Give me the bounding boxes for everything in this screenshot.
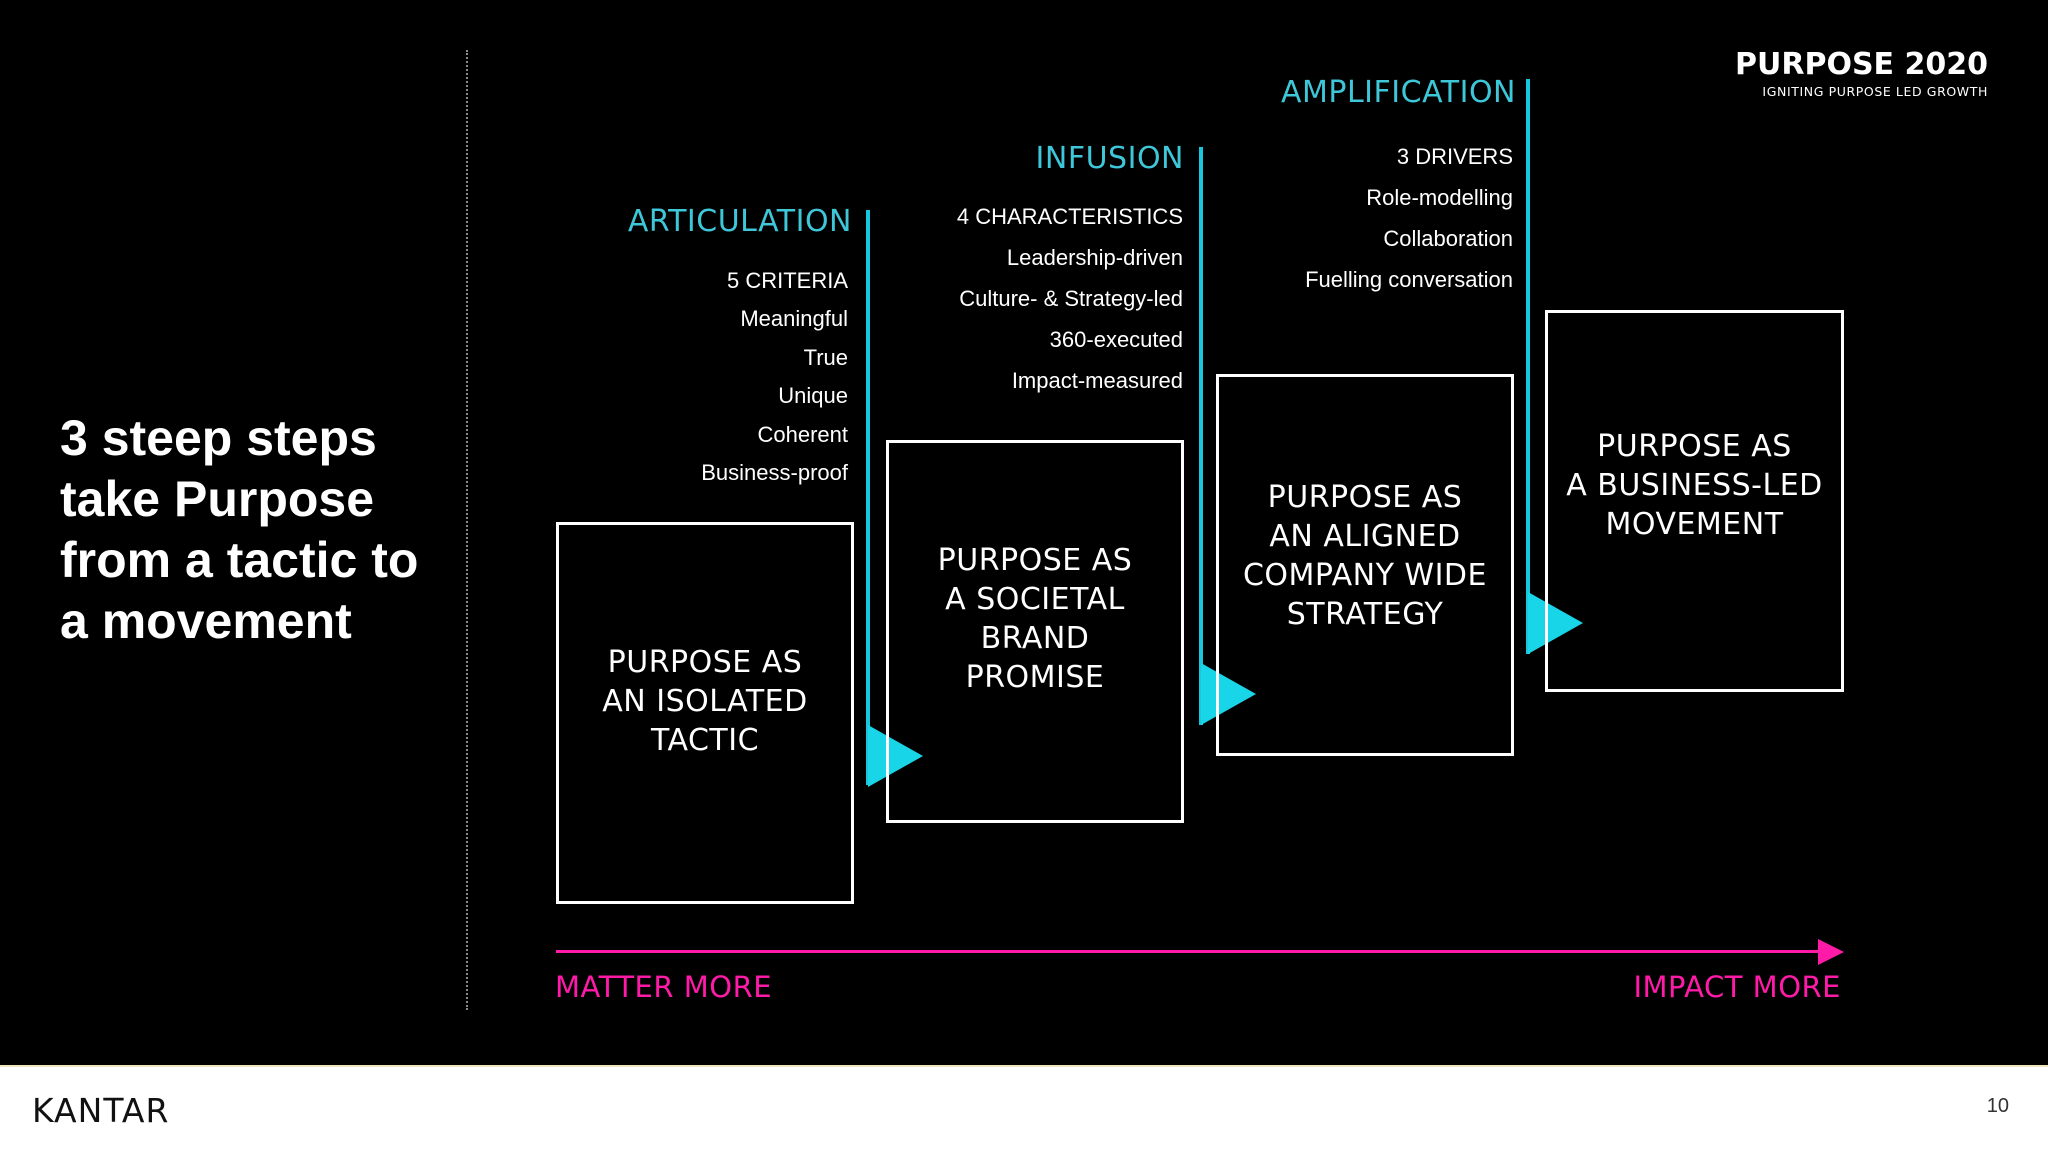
axis-arrowhead-icon bbox=[1818, 939, 1844, 965]
stage-marker-line-infusion bbox=[1199, 147, 1203, 725]
stage-marker-line-articulation bbox=[866, 210, 870, 785]
step-box-line: A BUSINESS-LED bbox=[1566, 468, 1823, 503]
stage-list-item: Fuelling conversation bbox=[1305, 267, 1513, 292]
stage-list-item: Leadership-driven bbox=[1006, 245, 1183, 270]
stage-list-articulation: 5 CRITERIA Meaningful True Unique Cohere… bbox=[701, 262, 848, 492]
stage-marker-line-amplification bbox=[1526, 79, 1530, 654]
step-box-line: PURPOSE AS bbox=[937, 543, 1133, 578]
headline-line: take Purpose bbox=[60, 471, 375, 527]
stage-list-heading: 3 DRIVERS bbox=[1396, 144, 1513, 169]
brand-title: PURPOSE 2020 bbox=[1735, 47, 1988, 82]
stage-title-articulation: ARTICULATION bbox=[627, 204, 852, 239]
step-box-line: A SOCIETAL bbox=[945, 582, 1125, 617]
step-box-aligned-company-strategy: PURPOSE AS AN ALIGNED COMPANY WIDE STRAT… bbox=[1216, 374, 1514, 756]
axis-label-left: MATTER MORE bbox=[555, 970, 773, 1004]
stage-list-item: Coherent bbox=[757, 421, 848, 447]
step-arrow-icon bbox=[868, 725, 923, 787]
step-box-line: PURPOSE AS bbox=[1267, 480, 1463, 515]
headline-line: 3 steep steps bbox=[60, 410, 377, 466]
brand-subtitle: IGNITING PURPOSE LED GROWTH bbox=[1762, 84, 1988, 99]
step-box-line: PURPOSE AS bbox=[607, 645, 803, 680]
step-arrow-icon bbox=[1201, 663, 1256, 725]
axis-label-right: IMPACT MORE bbox=[1633, 970, 1841, 1004]
headline: 3 steep steps take Purpose from a tactic… bbox=[60, 408, 460, 652]
stage-list-item: Meaningful bbox=[740, 306, 848, 332]
step-box-line: PROMISE bbox=[965, 660, 1105, 695]
footer-bar: KANTAR 10 bbox=[0, 1065, 2048, 1154]
stage-list-item: Culture- & Strategy-led bbox=[959, 286, 1183, 311]
step-box-business-led-movement: PURPOSE AS A BUSINESS-LED MOVEMENT bbox=[1545, 310, 1844, 692]
stage-list-heading: 4 CHARACTERISTICS bbox=[956, 204, 1183, 229]
step-box-text: PURPOSE AS A BUSINESS-LED MOVEMENT bbox=[1548, 427, 1841, 544]
step-box-isolated-tactic: PURPOSE AS AN ISOLATED TACTIC bbox=[556, 522, 854, 904]
step-box-text: PURPOSE AS AN ISOLATED TACTIC bbox=[559, 643, 851, 760]
stage-list-item: True bbox=[803, 344, 848, 370]
step-box-line: TACTIC bbox=[650, 723, 760, 758]
step-box-text: PURPOSE AS AN ALIGNED COMPANY WIDE STRAT… bbox=[1219, 478, 1511, 634]
progress-axis-line bbox=[556, 950, 1822, 953]
stage-list-item: Role-modelling bbox=[1366, 185, 1513, 210]
slide: PURPOSE 2020 IGNITING PURPOSE LED GROWTH… bbox=[60, 47, 1988, 1010]
stage-list-heading: 5 CRITERIA bbox=[726, 268, 848, 293]
headline-line: a movement bbox=[60, 593, 352, 649]
step-box-line: COMPANY WIDE bbox=[1242, 558, 1487, 593]
brand-lockup: PURPOSE 2020 IGNITING PURPOSE LED GROWTH bbox=[1735, 48, 1988, 100]
step-box-societal-brand-promise: PURPOSE AS A SOCIETAL BRAND PROMISE bbox=[886, 440, 1184, 823]
step-box-line: AN ISOLATED bbox=[602, 684, 808, 719]
page-number: 10 bbox=[1986, 1095, 2009, 1117]
step-box-line: BRAND bbox=[980, 621, 1090, 656]
kantar-logo: KANTAR bbox=[32, 1091, 170, 1130]
stage-title-amplification: AMPLIFICATION bbox=[1280, 75, 1516, 110]
step-box-line: MOVEMENT bbox=[1605, 507, 1784, 542]
stage-title-infusion: INFUSION bbox=[1035, 141, 1184, 176]
dotted-divider bbox=[466, 50, 468, 1010]
stage-list-item: Unique bbox=[778, 383, 848, 409]
headline-line: from a tactic to bbox=[60, 532, 419, 588]
step-box-line: STRATEGY bbox=[1286, 597, 1444, 632]
step-box-line: AN ALIGNED bbox=[1269, 519, 1461, 554]
stage-list-item: Collaboration bbox=[1383, 226, 1513, 251]
stage-list-item: Impact-measured bbox=[1011, 368, 1183, 393]
step-box-line: PURPOSE AS bbox=[1597, 429, 1792, 464]
step-arrow-icon bbox=[1528, 592, 1583, 654]
stage-list-item: 360-executed bbox=[1049, 327, 1183, 352]
stage-list-infusion: 4 CHARACTERISTICS Leadership-driven Cult… bbox=[957, 196, 1183, 401]
step-box-text: PURPOSE AS A SOCIETAL BRAND PROMISE bbox=[889, 541, 1181, 697]
stage-list-item: Business-proof bbox=[701, 460, 848, 486]
stage-list-amplification: 3 DRIVERS Role-modelling Collaboration F… bbox=[1305, 136, 1513, 300]
